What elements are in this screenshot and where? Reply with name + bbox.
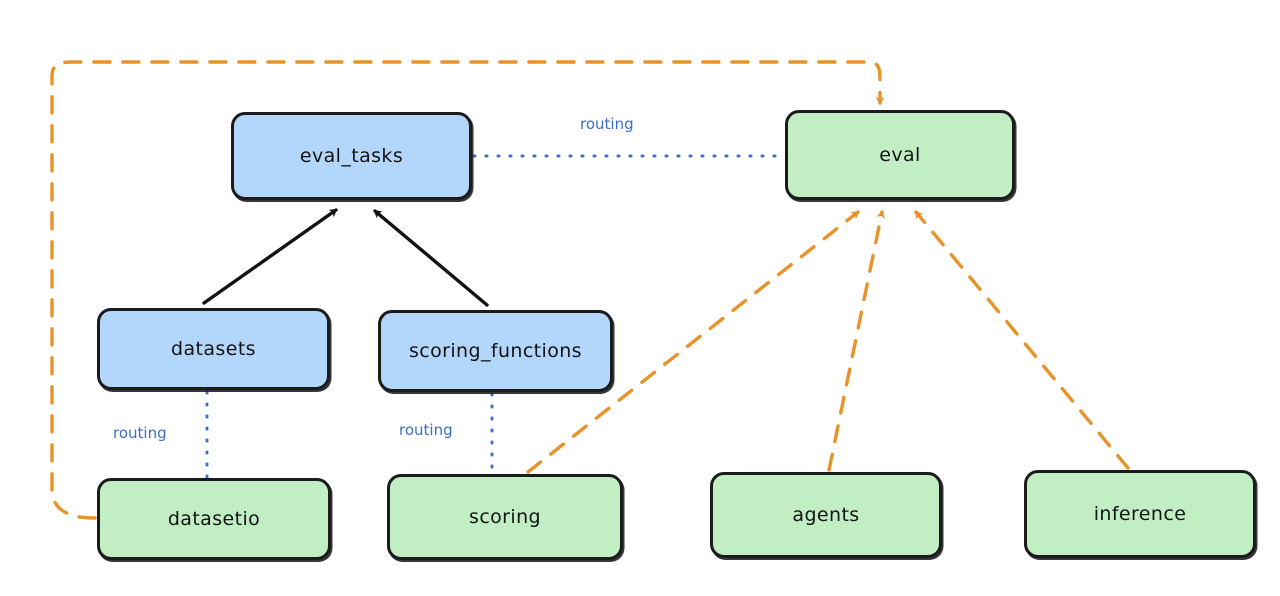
edge-label-routing-scoring-functions: routing — [399, 421, 453, 439]
edge-scoring-functions-to-eval-tasks — [373, 209, 489, 307]
edge-agents-to-eval — [827, 210, 886, 472]
node-eval[interactable]: eval — [785, 110, 1015, 200]
edge-label-routing-datasets: routing — [113, 424, 167, 442]
edge-datasets-to-eval-tasks — [202, 208, 338, 305]
node-scoring-label: scoring — [469, 506, 541, 528]
node-eval-label: eval — [879, 144, 921, 166]
node-eval-tasks-label: eval_tasks — [299, 145, 404, 167]
edge-datasetio-to-eval — [50, 60, 885, 520]
node-datasetio[interactable]: datasetio — [97, 478, 331, 560]
node-scoring[interactable]: scoring — [387, 474, 623, 560]
node-agents[interactable]: agents — [710, 472, 942, 558]
node-datasets-label: datasets — [171, 338, 256, 360]
node-inference-label: inference — [1093, 503, 1187, 525]
node-scoring-functions[interactable]: scoring_functions — [378, 310, 613, 392]
edge-inference-to-eval — [914, 210, 1130, 470]
edge-label-routing-eval-tasks: routing — [580, 115, 634, 133]
node-agents-label: agents — [792, 504, 860, 526]
node-eval-tasks[interactable]: eval_tasks — [231, 112, 472, 200]
edge-scoring-to-eval — [526, 210, 860, 474]
node-scoring-functions-label: scoring_functions — [409, 340, 582, 362]
node-datasets[interactable]: datasets — [97, 308, 330, 390]
node-inference[interactable]: inference — [1024, 470, 1256, 558]
node-datasetio-label: datasetio — [167, 508, 261, 530]
